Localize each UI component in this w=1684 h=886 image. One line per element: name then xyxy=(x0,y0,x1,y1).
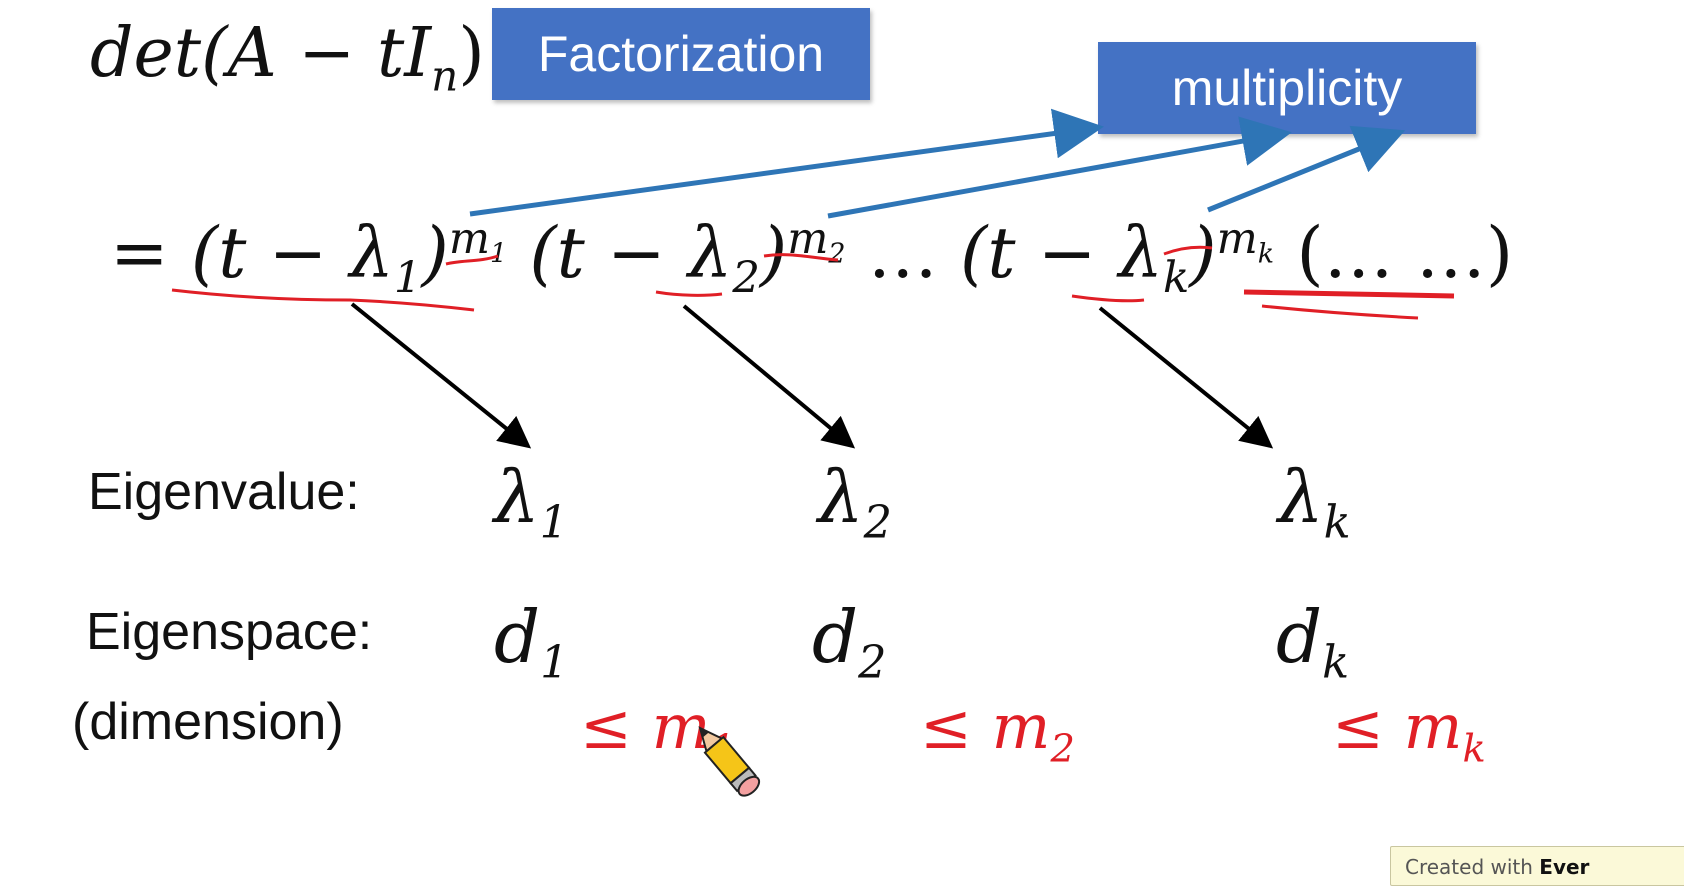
red-strike-m2 xyxy=(763,253,839,262)
determinant-expression: det(A − tIn) xyxy=(90,14,485,101)
eigenvalue-arrow-k xyxy=(1098,306,1274,449)
equals-sign: = xyxy=(110,212,169,294)
factor-k: (t − λk)mk xyxy=(960,212,1275,303)
dimension-label: (dimension) xyxy=(72,693,344,751)
inequality-k: ≤ mk xyxy=(1332,690,1486,772)
red-underline-factor-1 xyxy=(171,288,475,312)
multiplicity-arrow-1 xyxy=(469,108,1104,217)
remainder-factor: (… …) xyxy=(1296,212,1514,294)
eigenspace-dim-2: d2 xyxy=(812,595,887,689)
pencil-icon xyxy=(698,726,761,797)
eigenvalue-label: Eigenvalue: xyxy=(88,463,360,521)
eigenvalue-2: λ2 xyxy=(818,455,893,549)
factor-1: (t − λ1)m1 xyxy=(190,212,508,303)
eigenvalue-k: λk xyxy=(1278,455,1351,549)
factorization-equation: = (t − λ1)m1 (t − λ2)m2 … (t − λk)mk (… … xyxy=(110,212,1514,303)
eigenspace-dim-k: dk xyxy=(1276,595,1350,689)
red-underline-remainder-2 xyxy=(1261,304,1419,320)
ellipsis: … xyxy=(867,212,938,294)
eigenspace-dim-1: d1 xyxy=(494,595,569,689)
red-underline-lambda-2 xyxy=(655,290,723,297)
created-with-badge: Created with Ever xyxy=(1390,846,1684,886)
red-strike-m1 xyxy=(445,254,499,266)
red-underline-lambda-k xyxy=(1071,294,1145,303)
factorization-label: Factorization xyxy=(537,26,825,82)
eigenvalue-arrow-1 xyxy=(350,302,532,449)
multiplicity-label: multiplicity xyxy=(1171,60,1403,116)
inequality-2: ≤ m2 xyxy=(920,690,1075,772)
multiplicity-arrow-2 xyxy=(827,116,1292,219)
eigenspace-label: Eigenspace: xyxy=(86,603,373,661)
eigenvalue-arrow-2 xyxy=(682,304,856,449)
red-strike-mk xyxy=(1163,245,1213,256)
multiplicity-arrow-k xyxy=(1207,125,1406,213)
factorization-box: Factorization xyxy=(492,8,870,100)
eigenvalue-1: λ1 xyxy=(494,455,569,549)
factor-2: (t − λ2)m2 xyxy=(529,212,846,303)
red-underline-remainder xyxy=(1243,289,1455,299)
